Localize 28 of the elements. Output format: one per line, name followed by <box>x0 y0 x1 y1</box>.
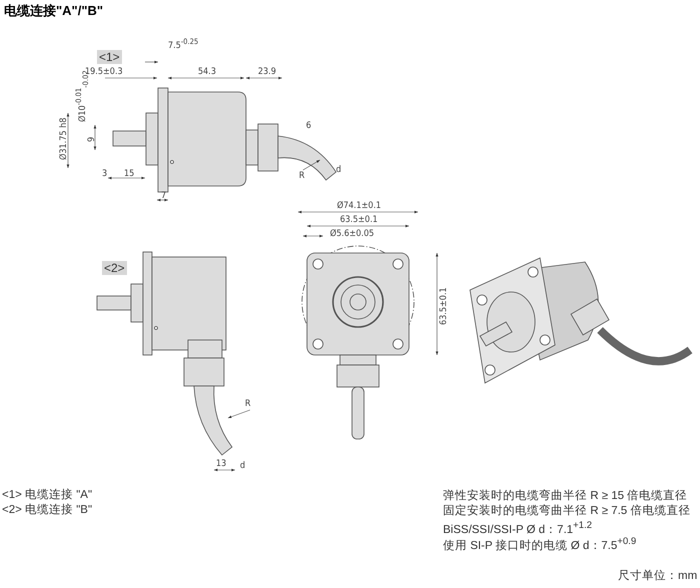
dimension-label: Ø31.75 h8 <box>60 118 69 160</box>
dimension-label: 54.3 <box>198 68 216 77</box>
dimension-label: 63.5±0.1 <box>340 216 378 225</box>
dimension-label: Ø5.6±0.05 <box>330 230 374 239</box>
dimension-label: R <box>299 172 305 181</box>
view-label: <2> <box>102 261 127 275</box>
view-label: <1> <box>97 50 122 64</box>
note-text: BiSS/SSI/SSI-P Ø d：7.1$^{+1.2}$ <box>443 521 592 536</box>
view-caption: <2> 电缆连接 "B" <box>2 505 92 516</box>
dimension-label: 9 <box>88 136 97 142</box>
dimension-label: d <box>336 166 342 175</box>
diagram-title: 电缆连接"A"/"B" <box>4 2 104 20</box>
dimension-label: d <box>240 462 246 471</box>
view-caption: <1> 电缆连接 "A" <box>2 490 92 502</box>
dimension-label: 15 <box>124 170 134 179</box>
note-text: 弹性安装时的电缆弯曲半径 R ≥ 15 倍电缆直径 <box>443 491 688 502</box>
dimension-label: R <box>245 400 251 409</box>
unit-note: 尺寸单位：mm <box>618 571 698 582</box>
note-text: 使用 SI-P 接口时的电缆 Ø d：7.5$^{+0.9}$ <box>443 537 636 552</box>
note-text: 固定安装时的电缆弯曲半径 R ≥ 7.5 倍电缆直径 <box>443 506 690 518</box>
dimension-label: 13 <box>216 460 226 469</box>
dimension-label: 7.5$^{-0.25}$ <box>168 38 198 51</box>
dimension-label: 6 <box>306 122 312 131</box>
dimension-label: 7 <box>161 192 166 201</box>
dimension-label: 3 <box>102 170 108 179</box>
dimension-label: Ø74.1±0.1 <box>337 202 382 211</box>
dimension-label: 23.9 <box>258 68 276 77</box>
dimension-label: 63.5±0.1 <box>440 287 449 325</box>
